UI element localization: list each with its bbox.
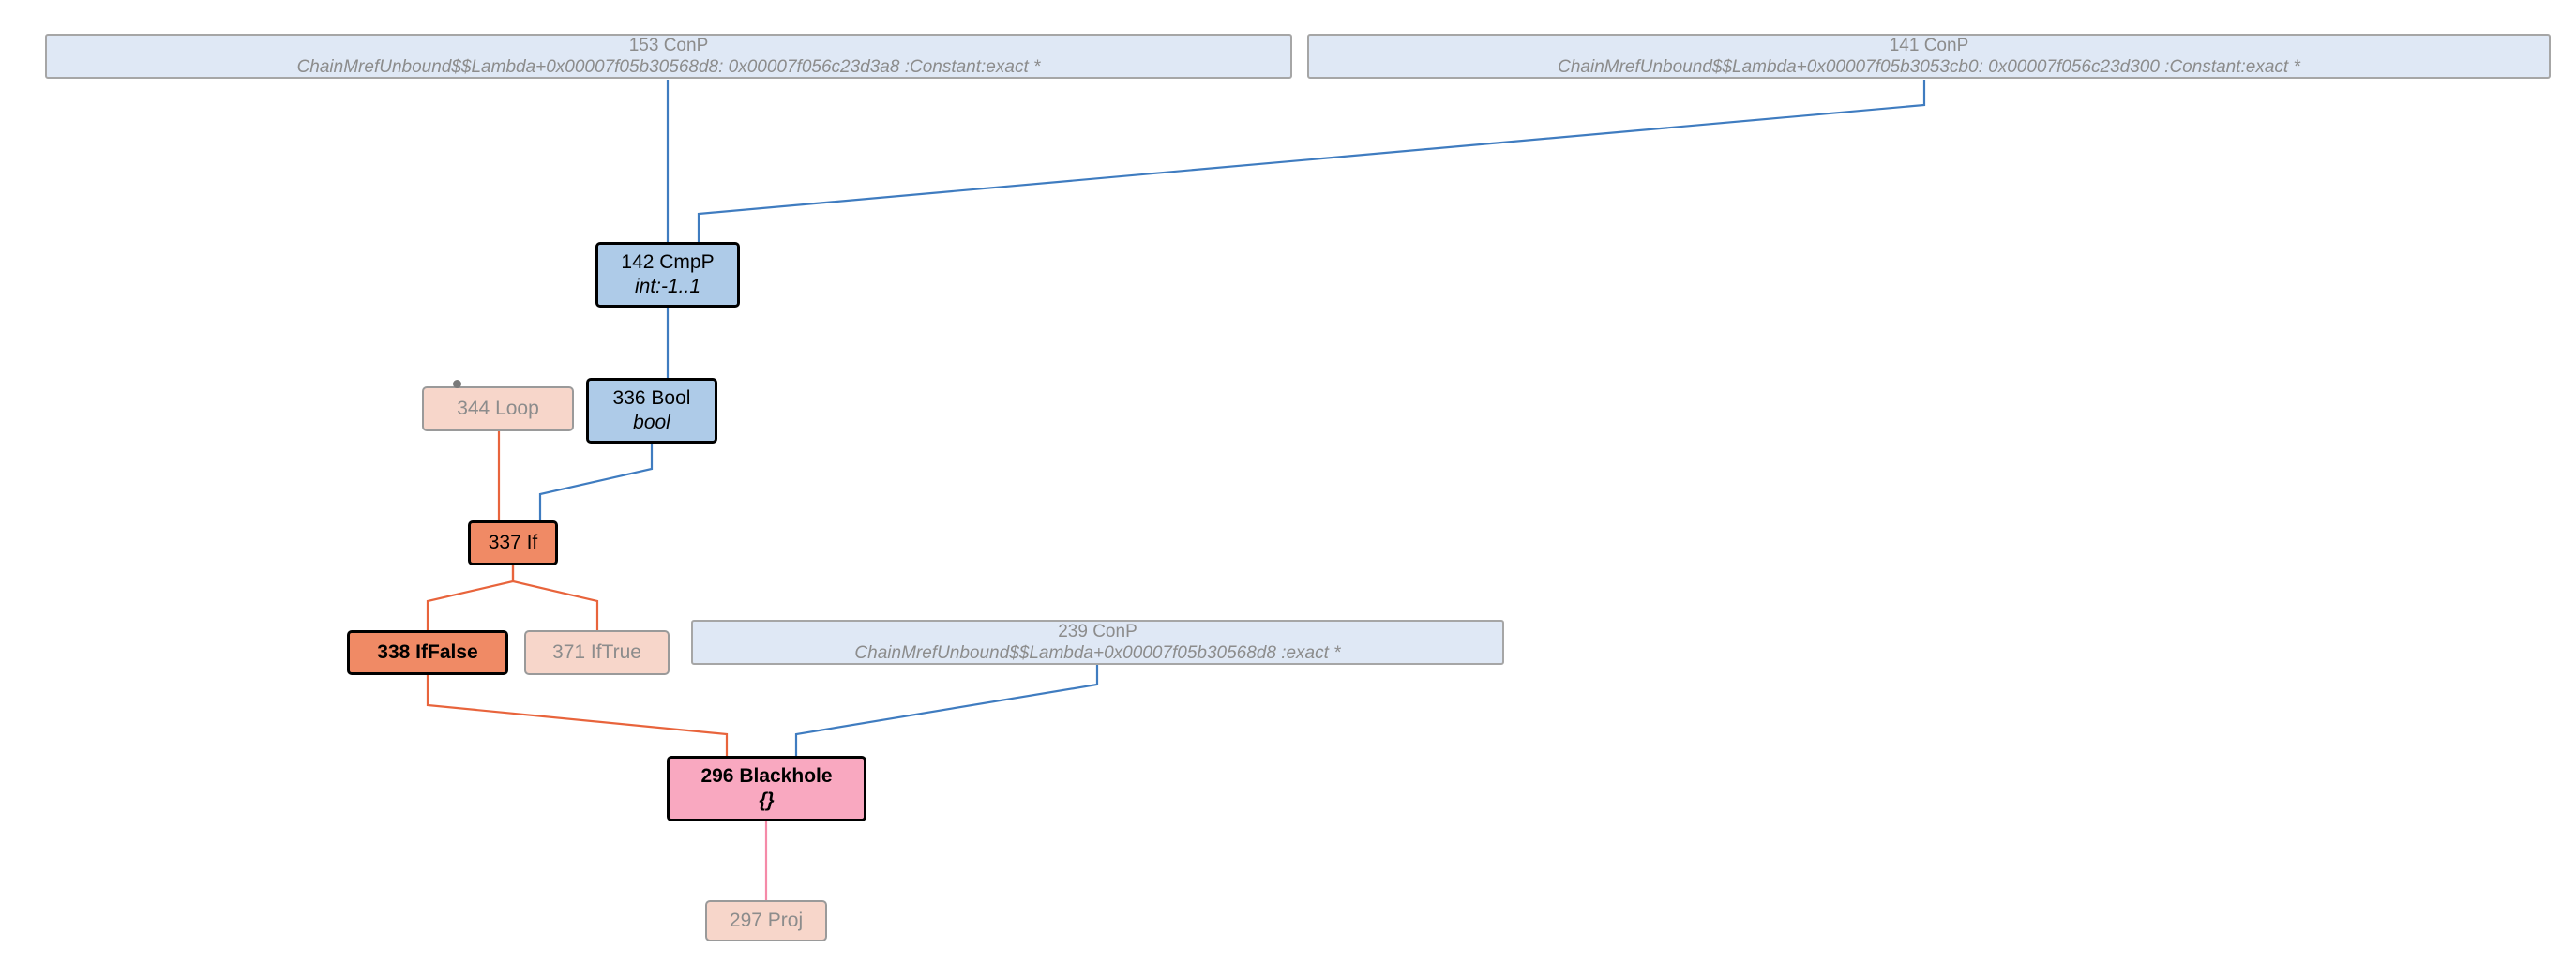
graph-node-if-337[interactable]: 337 If (468, 520, 558, 565)
node-label-secondary: ChainMrefUnbound$$Lambda+0x00007f05b3053… (1558, 57, 2300, 77)
node-label-secondary: {} (759, 790, 775, 811)
node-label-primary: 338 IfFalse (377, 641, 478, 664)
node-label-primary: 337 If (488, 532, 538, 554)
graph-edge-edge-141-to-142 (697, 80, 1926, 242)
graph-node-proj-297[interactable]: 297 Proj (705, 900, 827, 941)
graph-node-blackhole-296[interactable]: 296 Blackhole{} (667, 756, 866, 821)
node-label-primary: 344 Loop (457, 398, 539, 420)
node-label-primary: 371 IfTrue (552, 641, 641, 664)
graph-node-iftrue-371[interactable]: 371 IfTrue (524, 630, 670, 675)
node-label-secondary: int:-1..1 (634, 276, 701, 297)
node-label-primary: 239 ConP (1058, 621, 1137, 641)
graph-edge-edge-239-to-296 (794, 665, 1099, 756)
graph-edge-edge-337-to-371 (511, 565, 599, 630)
node-label-primary: 141 ConP (1889, 35, 1969, 55)
node-label-primary: 142 CmpP (621, 251, 715, 274)
node-label-primary: 297 Proj (729, 910, 804, 932)
graph-edge-edge-337-to-338 (426, 565, 515, 630)
node-label-secondary: ChainMrefUnbound$$Lambda+0x00007f05b3056… (854, 643, 1341, 663)
node-label-primary: 153 ConP (628, 35, 709, 55)
loop-input-dot (453, 380, 461, 388)
graph-node-loop-344[interactable]: 344 Loop (422, 386, 574, 431)
graph-edge-edge-338-to-296 (426, 675, 729, 756)
node-label-secondary: bool (633, 412, 670, 433)
node-label-primary: 336 Bool (612, 387, 691, 410)
node-label-primary: 296 Blackhole (700, 765, 833, 788)
graph-edge-edge-336-to-337 (538, 444, 654, 520)
graph-node-iffalse-338[interactable]: 338 IfFalse (347, 630, 508, 675)
node-label-secondary: ChainMrefUnbound$$Lambda+0x00007f05b3056… (296, 57, 1041, 77)
